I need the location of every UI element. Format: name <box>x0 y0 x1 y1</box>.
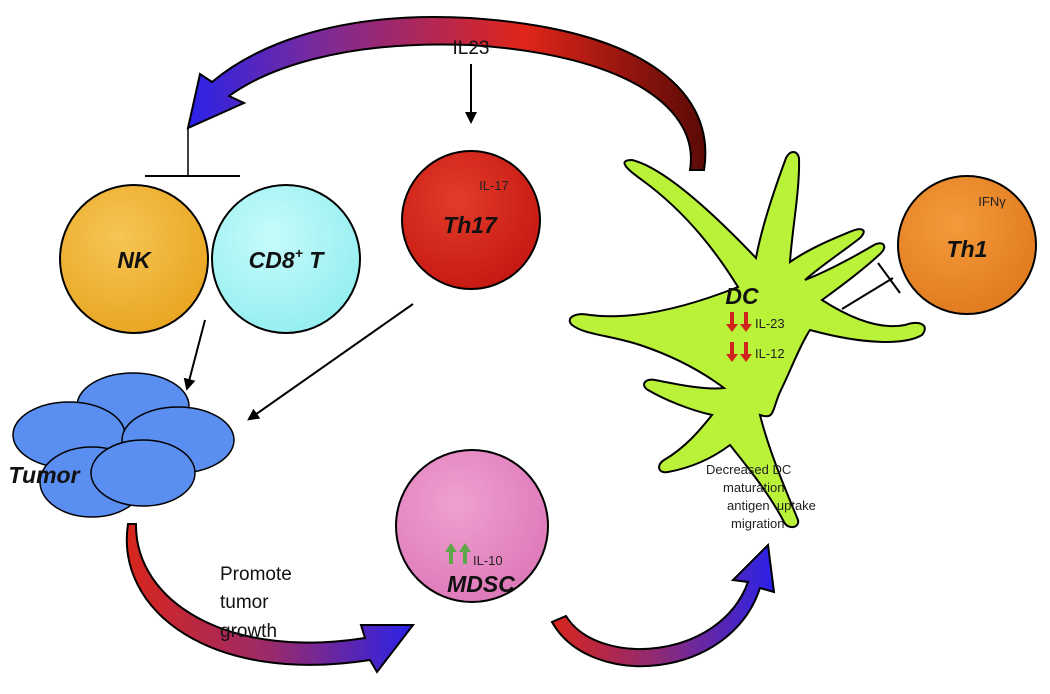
mdsc-to-dc-arrow <box>550 542 776 668</box>
cd8-label-group: CD8+ T <box>249 245 326 273</box>
tumor-to-mdsc-arrow <box>125 523 416 674</box>
il23-down-arrows <box>726 312 752 332</box>
inhibition-bar-nk-cd8 <box>145 128 240 177</box>
dc-effects-text: Decreased DC maturation antigen uptake m… <box>706 462 816 531</box>
dc-label: DC <box>725 283 759 309</box>
th17-cytokine: IL-17 <box>479 178 509 193</box>
nk-label: NK <box>117 247 152 273</box>
il23-label: IL23 <box>453 38 490 59</box>
inhibition-th1-dc <box>841 262 901 310</box>
dc-effect-4: migration <box>731 516 784 531</box>
promote-text: Promote tumor growth <box>220 564 292 642</box>
cd8-superscript: + <box>295 245 303 261</box>
nk-cell: NK <box>59 184 209 334</box>
dc-cytokine-il12: IL-12 <box>755 346 785 361</box>
tumor-label: Tumor <box>8 462 80 488</box>
dendritic-cell: DC IL-23 IL-12 <box>568 151 926 528</box>
mdsc-cytokine: IL-10 <box>473 553 503 568</box>
th17-cell: IL-17 Th17 <box>401 150 541 290</box>
th17-to-tumor-arrow <box>247 303 414 421</box>
nk-cd8-to-tumor-arrow <box>183 319 206 391</box>
dc-effect-3: antigen uptake <box>727 498 816 513</box>
feedback-arrow-top <box>186 16 707 171</box>
dc-effect-1: Decreased DC <box>706 462 791 477</box>
th1-label: Th1 <box>947 236 988 262</box>
il12-down-arrows <box>726 342 752 362</box>
th1-cell: IFNγ Th1 <box>897 175 1037 315</box>
tumor-cells: Tumor <box>8 372 235 518</box>
promote-line-3: growth <box>220 621 277 642</box>
dc-effect-2: maturation <box>723 480 784 495</box>
th1-cytokine: IFNγ <box>978 194 1006 209</box>
cd8-t-cell: CD8+ T <box>211 184 361 334</box>
promote-line-2: tumor <box>220 592 269 613</box>
th17-label: Th17 <box>443 212 498 238</box>
cd8-suffix: T <box>303 247 325 273</box>
dc-cytokine-il23: IL-23 <box>755 316 785 331</box>
mdsc-label: MDSC <box>447 571 515 597</box>
promote-line-1: Promote <box>220 564 292 585</box>
il10-up-arrows <box>445 543 471 564</box>
mdsc-cell: IL-10 MDSC <box>395 449 549 603</box>
cd8-label: CD8 <box>249 247 295 273</box>
